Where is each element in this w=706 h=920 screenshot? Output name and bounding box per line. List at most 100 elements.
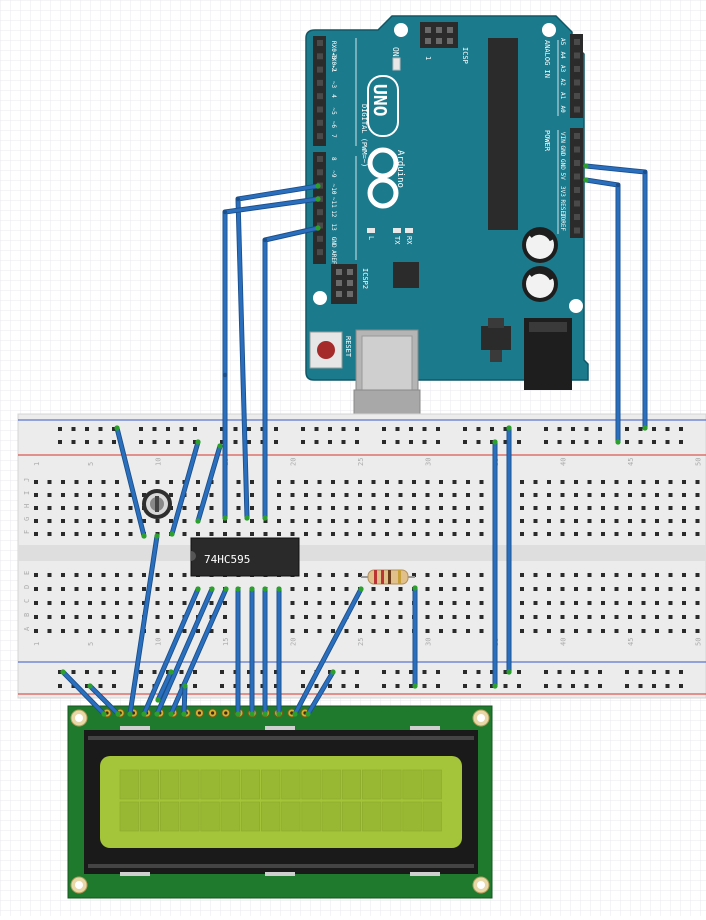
breadboard-hole [409,427,413,431]
breadboard-hole [182,629,187,633]
capacitor [522,227,558,263]
breadboard-hole [61,601,65,605]
breadboard-hole [85,670,89,674]
breadboard-hole [88,506,92,510]
breadboard-hole [655,532,659,536]
breadboard-hole [398,601,403,605]
breadboard-hole [304,480,308,484]
breadboard-hole [47,532,52,536]
breadboard-hole [220,670,224,674]
breadboard-hole [466,480,470,484]
breadboard-hole [344,601,349,605]
breadboard-hole [193,670,197,674]
breadboard-hole [479,519,484,523]
breadboard-hole [88,573,92,577]
breadboard-hole [290,601,295,605]
breadboard-hole [628,601,632,605]
breadboard-hole [355,440,359,444]
breadboard-hole [317,587,322,591]
lcd-char-cell [321,801,341,832]
breadboard-hole [668,506,673,510]
breadboard-hole [355,670,359,674]
icsp-pin [447,27,453,33]
breadboard-hole [439,480,443,484]
digital-pin-label: 7 [330,134,337,138]
breadboard-hole [584,684,589,688]
breadboard-hole [236,532,241,536]
breadboard-hole [584,440,589,444]
lcd-char-cell [341,769,362,800]
breadboard-hole [290,629,295,633]
breadboard-hole [520,601,524,605]
breadboard-hole [412,493,416,497]
breadboard-column-number: 25 [357,458,365,466]
mounting-hole [313,291,327,305]
icsp-header [420,22,458,48]
breadboard-hole [209,629,214,633]
wire-endpoint [169,531,175,537]
wire-endpoint [235,711,241,717]
breadboard-hole [196,480,200,484]
breadboard-hole [520,532,524,536]
breadboard-hole [466,615,470,619]
reset-button-cap[interactable] [317,341,335,359]
breadboard-hole [74,493,79,497]
breadboard-column-number: 45 [627,458,635,466]
breadboard-hole [277,519,281,523]
breadboard-hole [668,493,673,497]
header-pin [574,66,580,72]
analog-pin-label: A1 [559,92,566,100]
breadboard-hole [439,573,443,577]
breadboard-hole [466,532,470,536]
breadboard-hole [641,573,646,577]
breadboard-hole [115,587,119,591]
breadboard-hole [547,615,551,619]
wire-endpoint [262,586,268,592]
breadboard-hole [209,519,214,523]
breadboard-hole [544,427,548,431]
breadboard-hole [665,440,670,444]
breadboard-hole [628,629,632,633]
wire [293,587,363,716]
breadboard-hole [466,506,470,510]
lcd-char-cell [119,801,139,832]
breadboard-column-number: 45 [627,638,635,646]
breadboard-hole [668,587,673,591]
breadboard-row-letter: D [23,585,31,589]
breadboard-hole [560,587,565,591]
breadboard-hole [520,629,524,633]
breadboard-hole [358,615,362,619]
ic-label: 74HC595 [204,553,250,566]
lcd-char-cell [341,801,362,832]
icsp-pin [447,38,453,44]
breadboard-hole [74,587,79,591]
arduino-brand-text: Arduino [395,150,405,188]
icsp2-pin [347,291,353,297]
lcd-char-cell [240,801,260,832]
breadboard-hole [98,684,103,688]
breadboard-hole [74,506,79,510]
breadboard-hole [34,506,38,510]
breadboard-hole [628,493,632,497]
breadboard-hole [304,506,308,510]
breadboard-hole [142,587,146,591]
wire-endpoint [412,585,418,591]
wire [115,426,146,538]
icsp-pin1-label: 1 [424,56,432,60]
lcd-char-cell [301,801,321,832]
header-pin [574,146,580,153]
breadboard-hole [587,506,592,510]
breadboard-hole [304,587,308,591]
breadboard-hole [695,629,700,633]
header-pin [574,200,580,207]
breadboard-hole [466,573,470,577]
wire-endpoint [195,518,201,524]
digital-pin-label: ~5 [330,108,337,116]
breadboard-hole [412,519,416,523]
breadboard-hole [544,440,548,444]
breadboard-hole [425,519,430,523]
breadboard-hole [560,493,565,497]
power-pin-label: GND [559,159,566,170]
digital-pin-label: TX0▸1 [330,54,337,72]
breadboard-hole [371,493,376,497]
